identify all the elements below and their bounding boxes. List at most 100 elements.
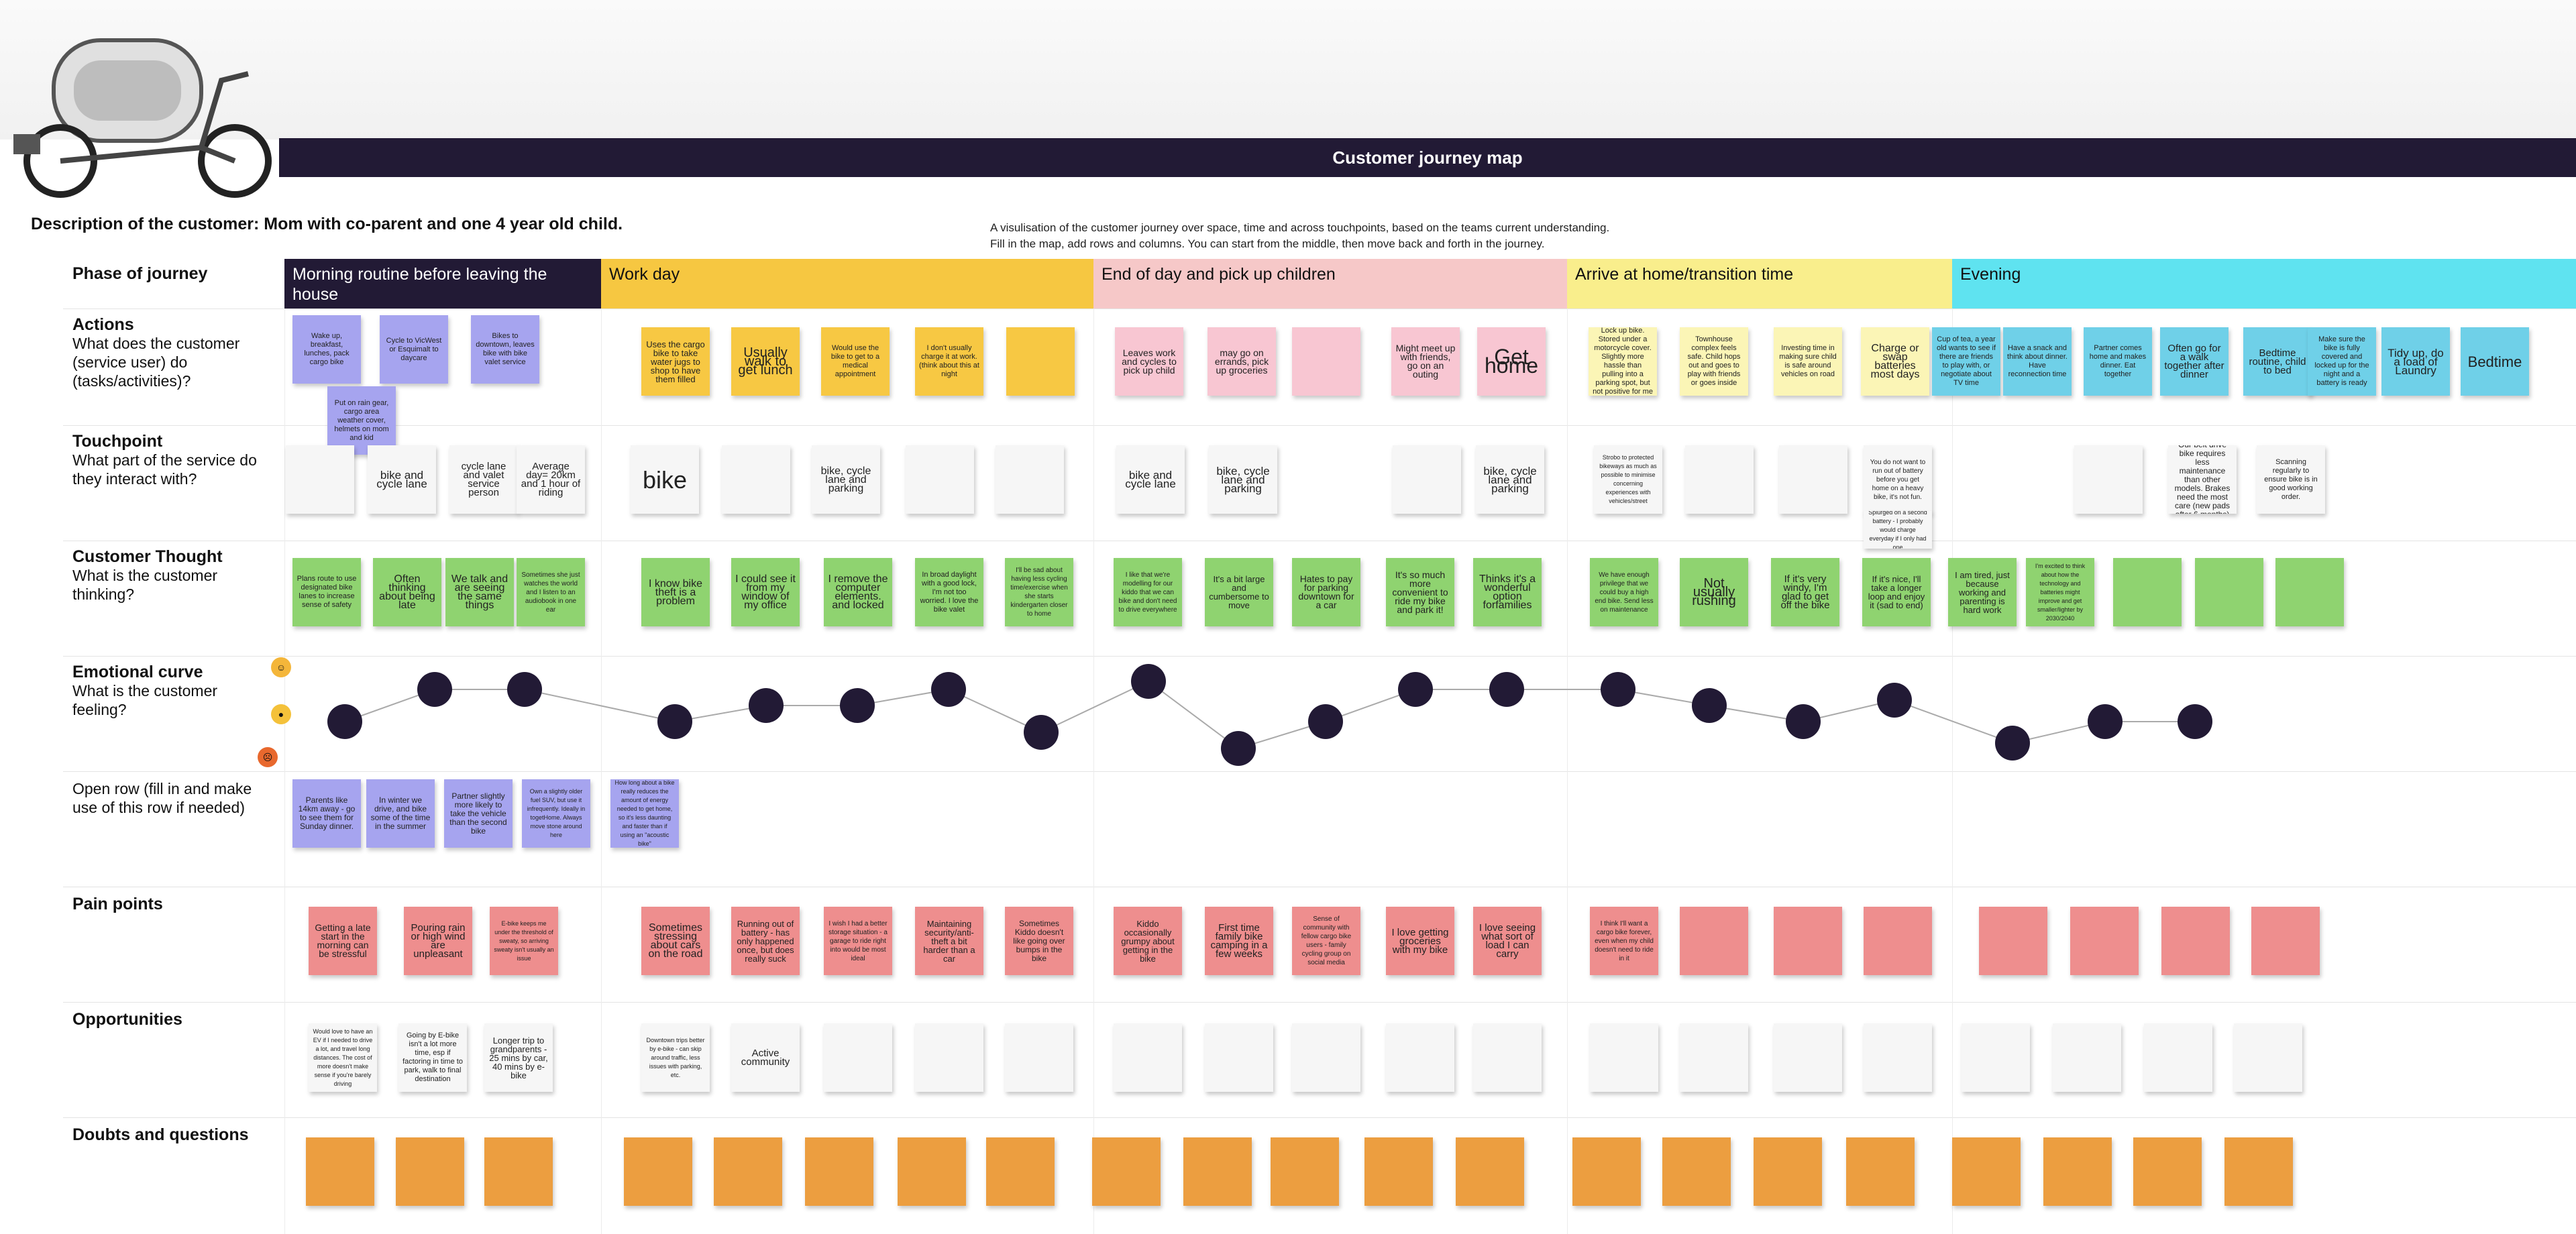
doubt-note[interactable] [1456, 1137, 1524, 1206]
pain-point-note[interactable] [1680, 907, 1748, 975]
touchpoint-note[interactable]: You do not want to run out of battery be… [1864, 445, 1932, 514]
emotion-point[interactable] [657, 704, 692, 739]
open-row-note[interactable]: Partner slightly more likely to take the… [444, 779, 513, 848]
doubt-note[interactable] [898, 1137, 966, 1206]
action-note[interactable] [1006, 327, 1075, 396]
action-note[interactable]: Partner comes home and makes dinner. Eat… [2084, 327, 2152, 396]
thought-note[interactable] [2113, 558, 2182, 626]
action-note[interactable]: Cycle to VicWest or Esquimalt to daycare [380, 315, 448, 384]
action-note[interactable]: Have a snack and think about dinner. Hav… [2003, 327, 2072, 396]
doubt-note[interactable] [805, 1137, 873, 1206]
opportunity-note[interactable] [1774, 1023, 1842, 1092]
opportunity-note[interactable] [2144, 1023, 2212, 1092]
touchpoint-note[interactable] [906, 445, 974, 514]
opportunity-note[interactable] [2234, 1023, 2302, 1092]
emotion-point[interactable] [749, 688, 784, 723]
thought-note[interactable]: If it's very windy, I'm glad to get off … [1771, 558, 1839, 626]
opportunity-note[interactable] [1864, 1023, 1932, 1092]
pain-point-note[interactable]: I love seeing what sort of load I can ca… [1473, 907, 1542, 975]
thought-note[interactable]: In broad daylight with a good lock, I'm … [915, 558, 983, 626]
thought-note[interactable]: Thinks it's a wonderful option forfamili… [1473, 558, 1542, 626]
touchpoint-note[interactable]: Average day= 20km and 1 hour of riding [517, 445, 585, 514]
doubt-note[interactable] [2043, 1137, 2112, 1206]
action-note[interactable]: Leaves work and cycles to pick up child [1115, 327, 1183, 396]
emotion-point[interactable] [2088, 704, 2123, 739]
emotion-point[interactable] [1786, 704, 1821, 739]
doubt-note[interactable] [1846, 1137, 1915, 1206]
pain-point-note[interactable]: Pouring rain or high wind are unpleasant [404, 907, 472, 975]
opportunity-note[interactable]: Active community [731, 1023, 800, 1092]
opportunity-note[interactable]: Downtown trips better by e-bike - can sk… [641, 1023, 710, 1092]
thought-note[interactable]: Plans route to use designated bike lanes… [292, 558, 361, 626]
action-note[interactable]: Wake up, breakfast, lunches, pack cargo … [292, 315, 361, 384]
doubt-note[interactable] [484, 1137, 553, 1206]
emotion-point[interactable] [1308, 704, 1343, 739]
thought-note[interactable]: I'm excited to think about how the techn… [2026, 558, 2094, 626]
thought-note[interactable]: Often thinking about being late [373, 558, 441, 626]
opportunity-note[interactable] [1292, 1023, 1360, 1092]
opportunity-note[interactable] [1680, 1023, 1748, 1092]
touchpoint-note[interactable] [996, 445, 1064, 514]
touchpoint-note[interactable]: Splurged on a second battery - I probabl… [1864, 511, 1932, 549]
thought-note[interactable]: We talk and are seeing the same things [445, 558, 514, 626]
emotion-point[interactable] [2178, 704, 2212, 739]
action-note[interactable]: Might meet up with friends, go on an out… [1391, 327, 1460, 396]
pain-point-note[interactable] [1979, 907, 2047, 975]
doubt-note[interactable] [2224, 1137, 2293, 1206]
thought-note[interactable]: It's a bit large and cumbersome to move [1205, 558, 1273, 626]
thought-note[interactable]: I could see it from my window of my offi… [731, 558, 800, 626]
doubt-note[interactable] [1364, 1137, 1433, 1206]
doubt-note[interactable] [306, 1137, 374, 1206]
pain-point-note[interactable]: I love getting groceries with my bike [1386, 907, 1454, 975]
pain-point-note[interactable]: Running out of battery - has only happen… [731, 907, 800, 975]
doubt-note[interactable] [1271, 1137, 1339, 1206]
action-note[interactable]: I don't usually charge it at work. (thin… [915, 327, 983, 396]
opportunity-note[interactable]: Longer trip to grandparents - 25 mins by… [484, 1023, 553, 1092]
pain-point-note[interactable]: Maintaining security/anti-theft a bit ha… [915, 907, 983, 975]
emotion-point[interactable] [931, 672, 966, 707]
doubt-note[interactable] [2133, 1137, 2202, 1206]
thought-note[interactable]: Not usually rushing [1680, 558, 1748, 626]
thought-note[interactable]: If it's nice, I'll take a longer loop an… [1862, 558, 1931, 626]
doubt-note[interactable] [714, 1137, 782, 1206]
opportunity-note[interactable] [1962, 1023, 2030, 1092]
pain-point-note[interactable] [1864, 907, 1932, 975]
opportunity-note[interactable] [1005, 1023, 1073, 1092]
touchpoint-note[interactable] [286, 445, 354, 514]
emotion-point[interactable] [1877, 683, 1912, 718]
pain-point-note[interactable]: I think I'll want a cargo bike forever, … [1590, 907, 1658, 975]
doubt-note[interactable] [1092, 1137, 1161, 1206]
touchpoint-note[interactable]: Strobo to protected bikeways as much as … [1594, 445, 1662, 514]
opportunity-note[interactable] [2053, 1023, 2121, 1092]
doubt-note[interactable] [396, 1137, 464, 1206]
touchpoint-note[interactable] [1393, 445, 1461, 514]
touchpoint-note[interactable]: bike and cycle lane [368, 445, 436, 514]
action-note[interactable]: Uses the cargo bike to take water jugs t… [641, 327, 710, 396]
thought-note[interactable]: It's so much more convenient to ride my … [1386, 558, 1454, 626]
opportunity-note[interactable] [824, 1023, 892, 1092]
touchpoint-note[interactable]: bike [631, 445, 699, 514]
pain-point-note[interactable]: Sense of community with fellow cargo bik… [1292, 907, 1360, 975]
thought-note[interactable]: We have enough privilege that we could b… [1590, 558, 1658, 626]
action-note[interactable]: Lock up bike. Stored under a motorcycle … [1589, 327, 1657, 396]
action-note[interactable]: Bedtime routine, child to bed [2243, 327, 2312, 396]
thought-note[interactable]: I remove the computer elements. and lock… [824, 558, 892, 626]
action-note[interactable]: Bikes to downtown, leaves bike with bike… [471, 315, 539, 384]
opportunity-note[interactable] [1473, 1023, 1542, 1092]
action-note[interactable]: Investing time in making sure child is s… [1774, 327, 1842, 396]
action-note[interactable]: Often go for a walk together after dinne… [2160, 327, 2229, 396]
touchpoint-note[interactable] [722, 445, 790, 514]
touchpoint-note[interactable] [2074, 445, 2143, 514]
emotion-point[interactable] [1131, 664, 1166, 699]
action-note[interactable]: Would use the bike to get to a medical a… [821, 327, 890, 396]
opportunity-note[interactable] [915, 1023, 983, 1092]
pain-point-note[interactable]: Kiddo occasionally grumpy about getting … [1114, 907, 1182, 975]
emotion-point[interactable] [1995, 726, 2030, 761]
thought-note[interactable] [2195, 558, 2263, 626]
touchpoint-note[interactable]: Our belt drive bike requires less mainte… [2168, 445, 2237, 514]
action-note[interactable]: Cup of tea, a year old wants to see if t… [1932, 327, 2000, 396]
thought-note[interactable] [2275, 558, 2344, 626]
thought-note[interactable]: I like that we're modelling for our kidd… [1114, 558, 1182, 626]
thought-note[interactable]: Sometimes she just watches the world and… [517, 558, 585, 626]
action-note[interactable]: may go on errands, pick up groceries [1208, 327, 1276, 396]
